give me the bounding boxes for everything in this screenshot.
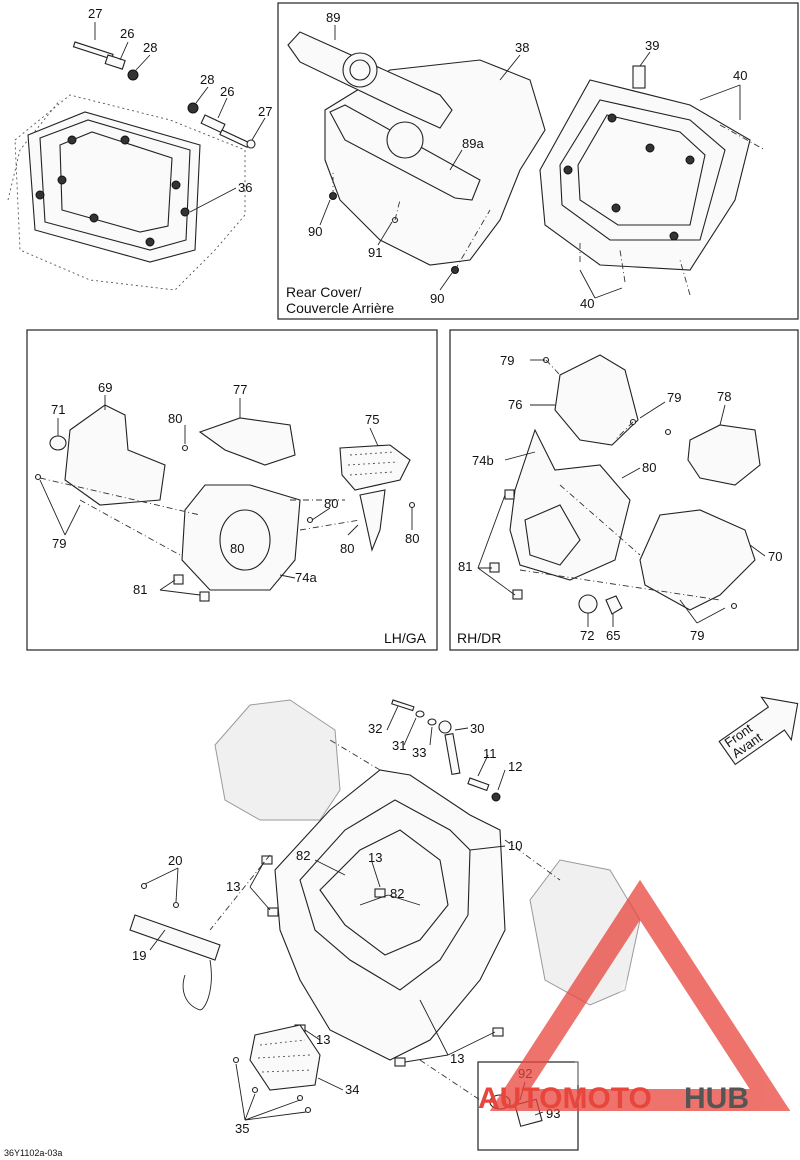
callout-81: 81 xyxy=(458,559,472,574)
callout-82-lower: 82 xyxy=(390,886,404,901)
figure-code: 36Y1102a-03a xyxy=(4,1148,62,1158)
callout-80-right-b: 80 xyxy=(340,541,354,556)
callout-40-top: 40 xyxy=(733,68,747,83)
callout-79-top: 79 xyxy=(500,353,514,368)
callout-38: 38 xyxy=(515,40,529,55)
callout-80-top: 80 xyxy=(168,411,182,426)
callout-80-right-a: 80 xyxy=(324,496,338,511)
callout-26-top: 26 xyxy=(120,26,134,41)
callout-72: 72 xyxy=(580,628,594,643)
rear-cover-caption-en: Rear Cover/ xyxy=(286,284,362,300)
callout-69: 69 xyxy=(98,380,112,395)
callout-35: 35 xyxy=(235,1121,249,1136)
rear-cover-assembly xyxy=(287,25,766,299)
callout-71: 71 xyxy=(51,402,65,417)
watermark-text-b: HUB xyxy=(684,1082,749,1115)
lh-panel xyxy=(26,329,438,651)
callout-11: 11 xyxy=(483,746,497,761)
callout-89: 89 xyxy=(326,10,340,25)
callout-34: 34 xyxy=(345,1082,359,1097)
callout-79: 79 xyxy=(52,536,66,551)
callout-13-left: 13 xyxy=(226,879,240,894)
callout-90-bottom: 90 xyxy=(430,291,444,306)
callout-39: 39 xyxy=(645,38,659,53)
watermark-logo xyxy=(489,879,791,1111)
top-left-assembly xyxy=(7,22,266,291)
callout-80: 80 xyxy=(642,460,656,475)
callout-78: 78 xyxy=(717,389,731,404)
callout-77: 77 xyxy=(233,382,247,397)
callout-40-bottom: 40 xyxy=(580,296,594,311)
callout-80-center: 80 xyxy=(230,541,244,556)
callout-65: 65 xyxy=(606,628,620,643)
callout-32: 32 xyxy=(368,721,382,736)
callout-91: 91 xyxy=(368,245,382,260)
callout-79-bottom: 79 xyxy=(690,628,704,643)
callout-70: 70 xyxy=(768,549,782,564)
callout-31: 31 xyxy=(392,738,406,753)
callout-74a: 74a xyxy=(295,570,317,585)
callout-26-right: 26 xyxy=(220,84,234,99)
callout-75: 75 xyxy=(365,412,379,427)
callout-13-upper: 13 xyxy=(368,850,382,865)
callout-33: 33 xyxy=(412,745,426,760)
callout-12: 12 xyxy=(508,759,522,774)
callout-27-right: 27 xyxy=(258,104,272,119)
callout-89a: 89a xyxy=(462,136,484,151)
callout-90-left: 90 xyxy=(308,224,322,239)
callout-80-right-c: 80 xyxy=(405,531,419,546)
callout-76: 76 xyxy=(508,397,522,412)
callout-10: 10 xyxy=(508,838,522,853)
rh-panel xyxy=(449,329,799,651)
callout-74b: 74b xyxy=(472,453,494,468)
callout-79-right: 79 xyxy=(667,390,681,405)
lh-caption: LH/GA xyxy=(384,630,427,646)
callout-82-upper: 82 xyxy=(296,848,310,863)
rh-caption: RH/DR xyxy=(457,630,501,646)
callout-28-right: 28 xyxy=(200,72,214,87)
lh-assembly xyxy=(34,395,416,602)
callout-13-lower: 13 xyxy=(450,1051,464,1066)
callout-27-top: 27 xyxy=(88,6,102,21)
callout-81: 81 xyxy=(133,582,147,597)
rh-assembly xyxy=(477,354,766,627)
main-assembly xyxy=(129,699,641,1151)
front-arrow-icon xyxy=(718,696,799,766)
callout-36: 36 xyxy=(238,180,252,195)
callout-13-lamp: 13 xyxy=(316,1032,330,1047)
watermark-text-a: AUTOMOTO xyxy=(478,1082,652,1115)
callout-19: 19 xyxy=(132,948,146,963)
rear-cover-caption-fr: Couvercle Arrière xyxy=(286,300,394,316)
callout-28-top: 28 xyxy=(143,40,157,55)
callout-20: 20 xyxy=(168,853,182,868)
rear-cover-panel xyxy=(277,2,799,320)
callout-30: 30 xyxy=(470,721,484,736)
